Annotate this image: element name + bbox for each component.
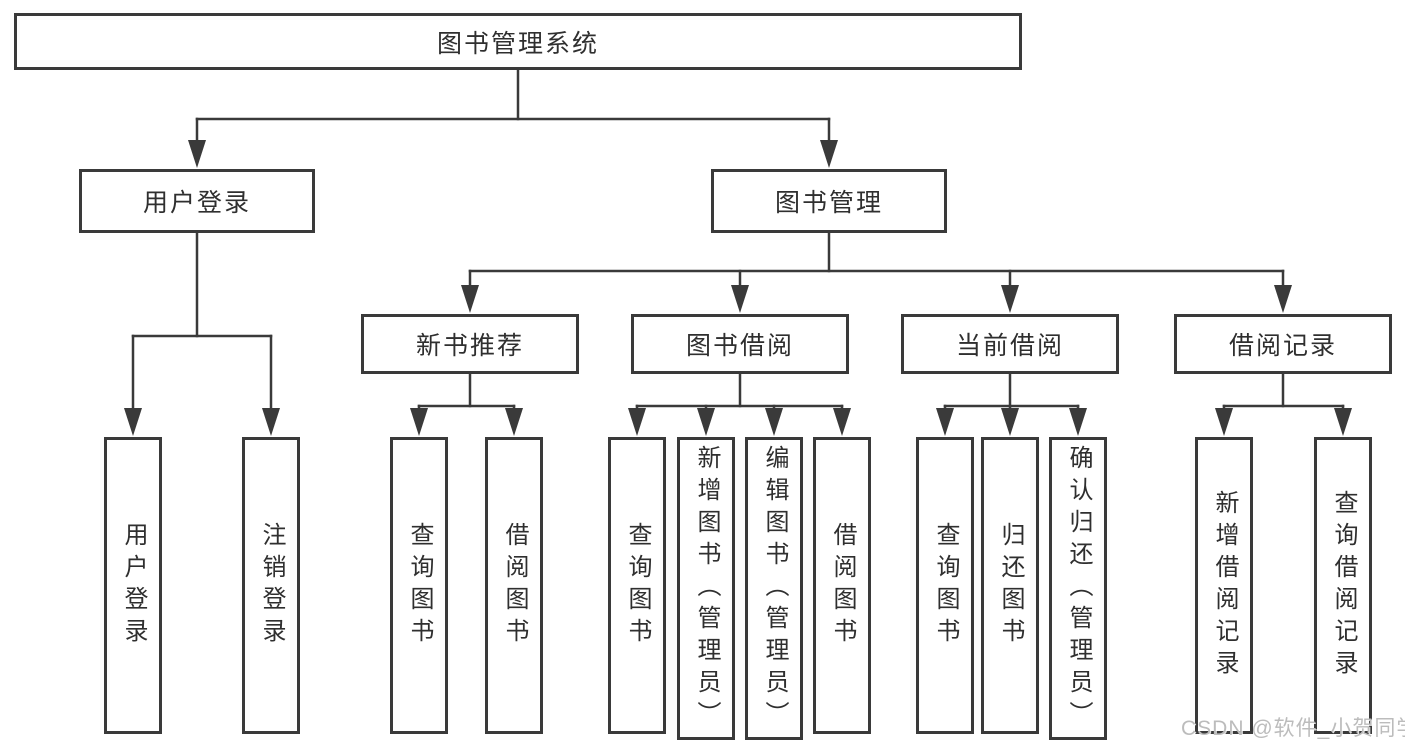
- node-book-borrowing: 图书借阅: [631, 314, 849, 374]
- node-book-management-system: 图书管理系统: [14, 13, 1022, 70]
- node-user-login-branch: 用户登录: [79, 169, 315, 233]
- node-leaf-br-query-borrow-record: 查询借阅记录: [1314, 437, 1372, 734]
- node-borrowing-records: 借阅记录: [1174, 314, 1392, 374]
- node-new-book-recommend: 新书推荐: [361, 314, 579, 374]
- node-leaf-nbr-query-books: 查询图书: [390, 437, 448, 734]
- node-leaf-cb-return-books: 归还图书: [981, 437, 1039, 734]
- node-leaf-bb-borrow-books: 借阅图书: [813, 437, 871, 734]
- node-leaf-user-login: 用户登录: [104, 437, 162, 734]
- node-leaf-logout: 注销登录: [242, 437, 300, 734]
- node-current-borrowing: 当前借阅: [901, 314, 1119, 374]
- node-leaf-bb-edit-books-admin: 编辑图书（管理员）: [745, 437, 803, 740]
- node-leaf-br-add-borrow-record: 新增借阅记录: [1195, 437, 1253, 734]
- node-book-management-branch: 图书管理: [711, 169, 947, 233]
- node-leaf-bb-add-books-admin: 新增图书（管理员）: [677, 437, 735, 740]
- csdn-watermark: CSDN @软件_小贺同学: [1181, 717, 1405, 740]
- node-leaf-bb-query-books: 查询图书: [608, 437, 666, 734]
- node-leaf-cb-query-books: 查询图书: [916, 437, 974, 734]
- node-leaf-cb-confirm-return-admin: 确认归还（管理员）: [1049, 437, 1107, 740]
- node-leaf-nbr-borrow-books: 借阅图书: [485, 437, 543, 734]
